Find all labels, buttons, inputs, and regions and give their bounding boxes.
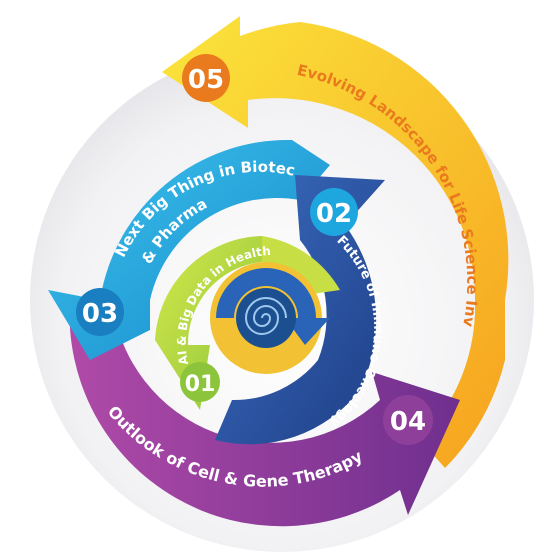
badge-03 (76, 288, 124, 336)
swirl-icon (244, 297, 287, 335)
badge-04-number: 04 (390, 407, 426, 437)
badge-03-number: 03 (82, 299, 118, 329)
badge-05 (182, 54, 230, 102)
stage-01-arrow (155, 236, 262, 410)
stage-02-arrow (215, 175, 385, 445)
stage-04-arrow (69, 300, 460, 527)
center-swirl (236, 288, 296, 348)
badge-04 (383, 395, 433, 445)
badge-05-number: 05 (188, 65, 224, 95)
stage-01-arrow-tail (262, 236, 340, 294)
center-arrow (216, 268, 330, 345)
stage-05-arrow (162, 16, 509, 468)
badge-01 (180, 362, 220, 402)
badge-02-number: 02 (316, 199, 352, 229)
badge-01-number: 01 (185, 372, 216, 397)
badge-02 (310, 188, 358, 236)
